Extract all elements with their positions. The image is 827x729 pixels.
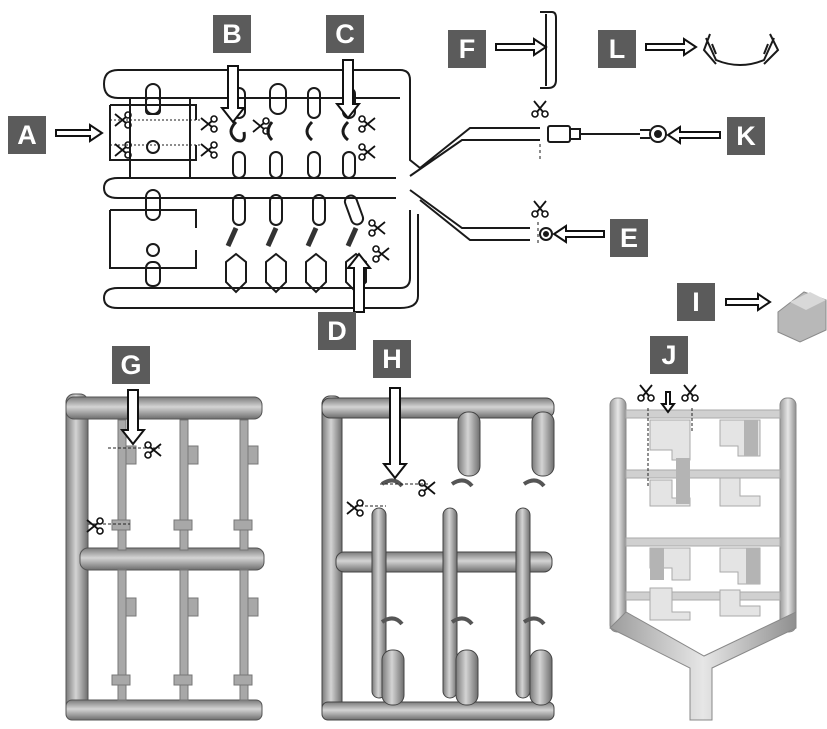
label-a: A: [8, 116, 46, 154]
label-l: L: [598, 30, 636, 68]
label-j: J: [650, 336, 688, 374]
label-i: I: [677, 283, 715, 321]
label-h: H: [373, 340, 411, 378]
sprue-j: [609, 397, 797, 721]
label-c: C: [326, 15, 364, 53]
sprue-g: [65, 393, 265, 721]
part-e: [537, 222, 553, 246]
label-f: F: [448, 30, 486, 68]
top-sprue: [102, 69, 540, 309]
part-i: [777, 291, 827, 343]
label-g: G: [112, 346, 150, 384]
label-k: K: [727, 117, 765, 155]
part-k: [539, 125, 667, 162]
label-d: D: [318, 312, 356, 350]
label-e: E: [610, 219, 648, 257]
arrow-icon: [55, 37, 772, 480]
sprue-h: [321, 395, 555, 721]
part-l: [702, 33, 780, 66]
part-f: [540, 11, 557, 89]
label-b: B: [213, 15, 251, 53]
